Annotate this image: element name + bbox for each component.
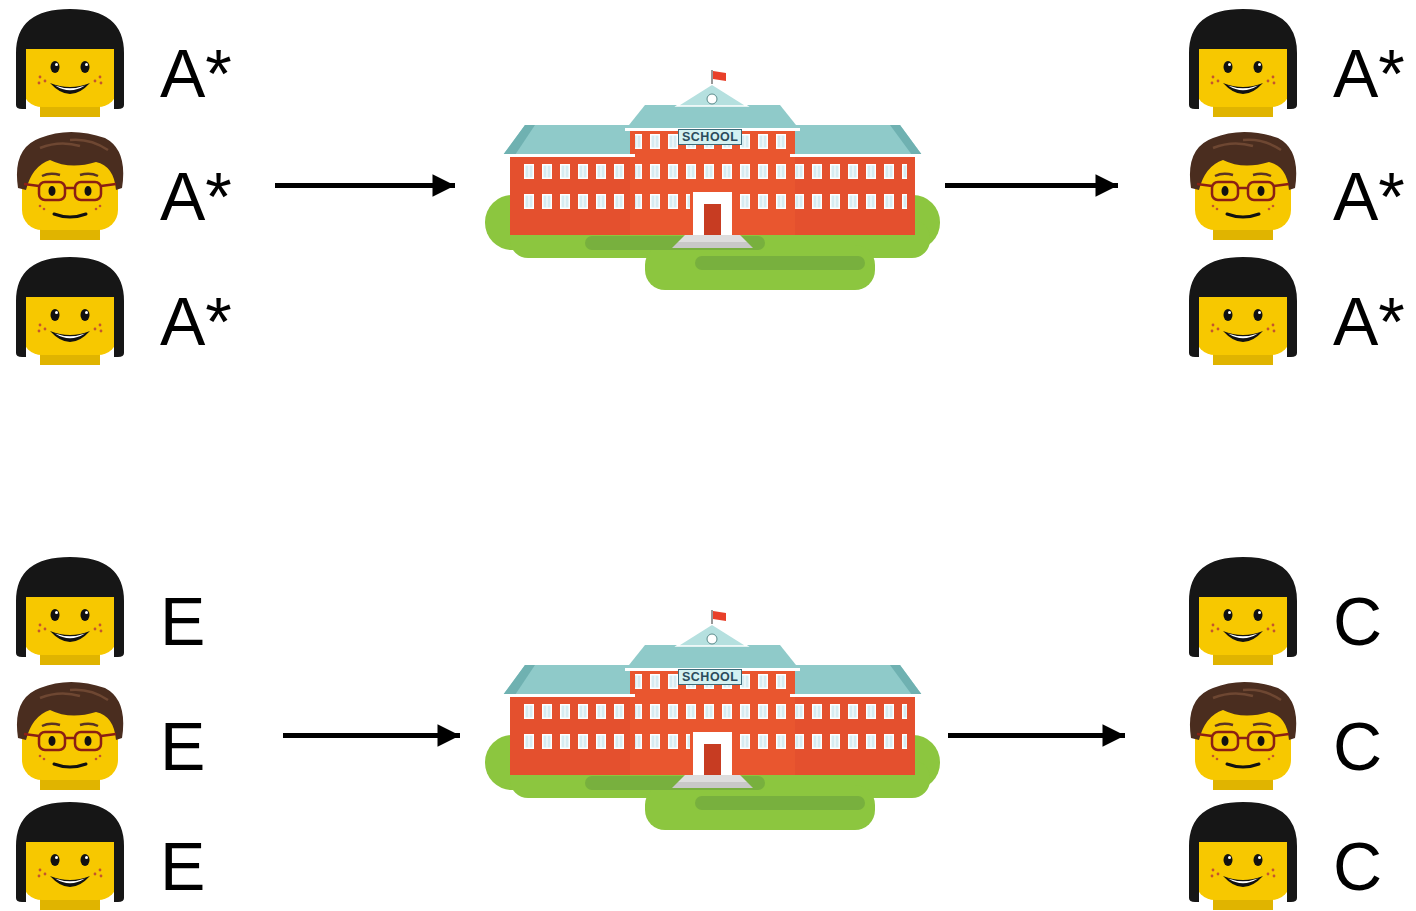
lego-face <box>16 257 124 365</box>
school-building: SCHOOL <box>485 70 940 295</box>
grade-label: E <box>160 587 205 655</box>
student: A* <box>1183 253 1413 368</box>
grade-label: A* <box>1333 162 1405 230</box>
student: C <box>1183 553 1413 668</box>
lego-face <box>10 553 130 668</box>
lego-face <box>1190 132 1296 240</box>
student: A* <box>10 5 260 120</box>
flow-arrow <box>283 733 460 738</box>
lego-face <box>10 678 130 793</box>
lego-face <box>1183 5 1303 120</box>
lego-face <box>1189 257 1297 365</box>
school-illustration <box>485 610 940 835</box>
student: A* <box>10 253 260 368</box>
lego-face <box>1189 557 1297 665</box>
lego-face <box>10 798 130 911</box>
lego-face <box>1183 553 1303 668</box>
student: E <box>10 798 260 911</box>
flow-arrow <box>945 183 1118 188</box>
lego-face <box>17 132 123 240</box>
grade-label: C <box>1333 712 1382 780</box>
grade-label: C <box>1333 832 1382 900</box>
grade-label: E <box>160 712 205 780</box>
lego-face <box>16 557 124 665</box>
student: E <box>10 553 260 668</box>
grade-label: C <box>1333 587 1382 655</box>
school-illustration <box>485 70 940 290</box>
student: A* <box>1183 128 1413 243</box>
lego-face <box>16 9 124 117</box>
school-building: SCHOOL <box>485 610 940 835</box>
flow-arrow <box>948 733 1125 738</box>
lego-face <box>1183 253 1303 368</box>
lego-face <box>1189 9 1297 117</box>
lego-face <box>10 253 130 368</box>
grade-label: A* <box>1333 287 1405 355</box>
grade-label: A* <box>160 287 232 355</box>
lego-face <box>1190 682 1296 790</box>
school-illustration <box>485 610 940 830</box>
student: E <box>10 678 260 793</box>
school-sign: SCHOOL <box>678 669 742 685</box>
lego-face <box>16 802 124 910</box>
lego-face <box>1189 802 1297 910</box>
school-illustration <box>485 70 940 295</box>
student: A* <box>10 128 260 243</box>
grade-label: A* <box>160 162 232 230</box>
student: C <box>1183 798 1413 911</box>
lego-face <box>1183 798 1303 911</box>
lego-face <box>1183 678 1303 793</box>
grade-label: A* <box>160 39 232 107</box>
grade-label: E <box>160 832 205 900</box>
lego-face <box>1183 128 1303 243</box>
student: C <box>1183 678 1413 793</box>
school-sign: SCHOOL <box>678 129 742 145</box>
student: A* <box>1183 5 1413 120</box>
grade-label: A* <box>1333 39 1405 107</box>
lego-face <box>17 682 123 790</box>
flow-arrow <box>275 183 455 188</box>
lego-face <box>10 5 130 120</box>
lego-face <box>10 128 130 243</box>
